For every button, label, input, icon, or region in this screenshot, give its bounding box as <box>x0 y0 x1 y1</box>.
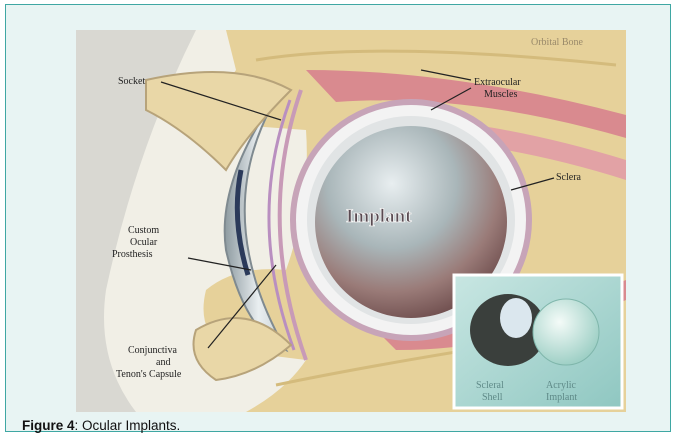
custom-prosthesis-label-line3: Prosthesis <box>112 249 153 260</box>
conjunctiva-label-line1: Conjunctiva <box>128 345 177 356</box>
scleral-shell-highlight <box>500 298 532 338</box>
scleral-shell-label-line1: Scleral <box>476 380 504 391</box>
acrylic-implant-label-line1: Acrylic <box>546 380 577 391</box>
extraocular-muscles-label-line1: Extraocular <box>474 77 521 88</box>
acrylic-implant-label-line2: Implant <box>546 392 577 403</box>
inset-photo: Scleral Shell Acrylic Implant <box>454 275 622 408</box>
figure-caption: Figure 4: Ocular Implants. <box>22 418 180 433</box>
extraocular-muscles-label-line2: Muscles <box>484 89 517 100</box>
custom-prosthesis-label-line1: Custom <box>128 225 159 236</box>
conjunctiva-label-line2: and <box>156 357 170 368</box>
sclera-label: Sclera <box>556 172 582 183</box>
figure-label: Figure 4 <box>22 418 75 433</box>
ocular-implant-illustration: Orbital Bone Socket Extraocular Muscles … <box>76 30 626 412</box>
implant-label: Implant <box>346 206 412 227</box>
acrylic-implant-object <box>533 299 599 365</box>
conjunctiva-label-line3: Tenon's Capsule <box>116 369 182 380</box>
figure-panel: Orbital Bone Socket Extraocular Muscles … <box>5 4 671 432</box>
custom-prosthesis-label-line2: Ocular <box>130 237 158 248</box>
socket-label: Socket <box>118 76 145 87</box>
orbital-bone-label: Orbital Bone <box>531 37 583 48</box>
scleral-shell-label-line2: Shell <box>482 392 503 403</box>
figure-caption-text: : Ocular Implants. <box>75 418 181 433</box>
